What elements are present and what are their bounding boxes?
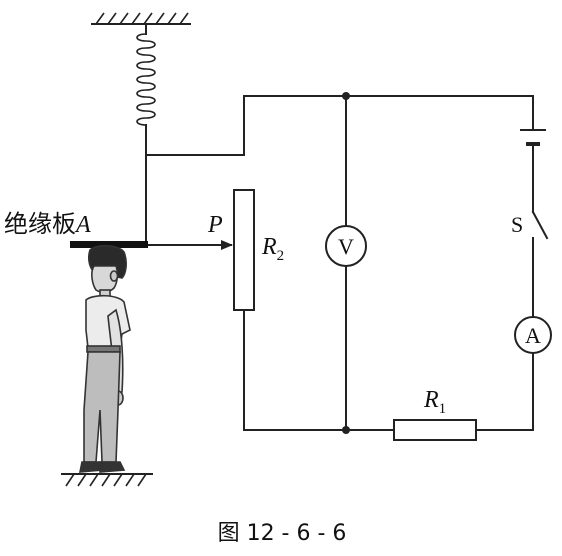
insulating-plate (70, 241, 148, 248)
ammeter: A (514, 316, 552, 354)
floor (61, 473, 153, 487)
ammeter-label: A (525, 323, 541, 348)
switch-label: S (511, 212, 523, 237)
circuit-wires (145, 95, 534, 431)
figure-caption: 图 12 - 6 - 6 (218, 521, 347, 546)
resistor-r1 (393, 419, 477, 441)
voltmeter: V (325, 225, 367, 267)
resistor-r1-label: R1 (423, 387, 446, 417)
spring (136, 33, 156, 135)
battery (520, 129, 546, 146)
switch (531, 210, 549, 240)
voltmeter-label: V (338, 234, 354, 259)
ceiling-support (91, 12, 191, 35)
plate-label: 绝缘板A (4, 210, 91, 238)
slider-label: P (207, 212, 223, 238)
rheostat-r2 (233, 189, 255, 311)
junction-dot-bottom (342, 426, 350, 434)
rheostat-r2-label: R2 (261, 234, 284, 264)
junction-dot-top (342, 92, 350, 100)
person-figure (79, 244, 131, 473)
